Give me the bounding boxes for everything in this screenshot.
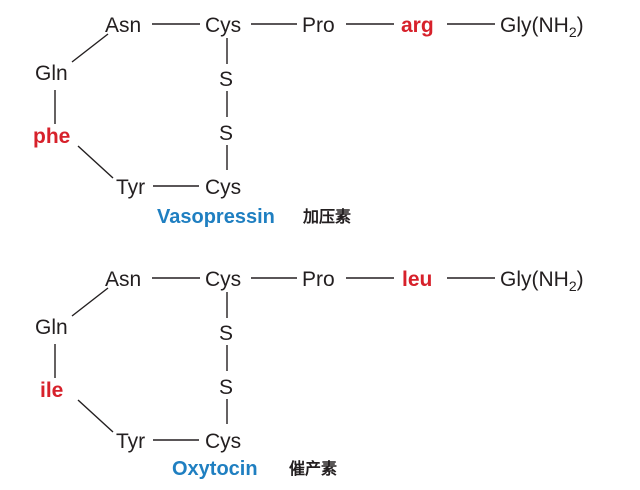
- vasopressin-name: Vasopressin: [157, 206, 275, 228]
- bond-phe-tyr: [77, 145, 114, 179]
- residue-cys-top: Cys: [205, 14, 241, 37]
- residue-pro: Pro: [302, 14, 335, 37]
- oxytocin-structure: Asn Cys Pro leu Gly(NH2) Gln S S ile Tyr…: [35, 268, 584, 480]
- residue-leu: leu: [402, 268, 432, 291]
- residue-phe: phe: [33, 125, 70, 148]
- residue-tyr: Tyr: [116, 176, 145, 199]
- residue-gly-nh2: Gly(NH2): [500, 268, 584, 294]
- vasopressin-name-cn: 加压素: [302, 207, 351, 226]
- residue-cys-bottom: Cys: [205, 430, 241, 453]
- residue-asn: Asn: [105, 14, 141, 37]
- bond-asn-gln: [71, 33, 109, 63]
- residue-cys-top: Cys: [205, 268, 241, 291]
- vasopressin-structure: Asn Cys Pro arg Gly(NH2) Gln S S phe Tyr…: [33, 14, 584, 228]
- bond-ile-tyr: [77, 399, 114, 433]
- residue-gln: Gln: [35, 316, 68, 339]
- oxytocin-name: Oxytocin: [172, 458, 258, 480]
- residue-gln: Gln: [35, 62, 68, 85]
- residue-arg: arg: [401, 14, 434, 37]
- disulfide-s1: S: [219, 322, 233, 345]
- residue-tyr: Tyr: [116, 430, 145, 453]
- residue-cys-bottom: Cys: [205, 176, 241, 199]
- disulfide-s2: S: [219, 122, 233, 145]
- residue-ile: ile: [40, 379, 63, 402]
- residue-asn: Asn: [105, 268, 141, 291]
- disulfide-s2: S: [219, 376, 233, 399]
- residue-gly-nh2: Gly(NH2): [500, 14, 584, 40]
- disulfide-s1: S: [219, 68, 233, 91]
- oxytocin-name-cn: 催产素: [289, 459, 337, 478]
- bond-asn-gln: [71, 287, 109, 317]
- residue-pro: Pro: [302, 268, 335, 291]
